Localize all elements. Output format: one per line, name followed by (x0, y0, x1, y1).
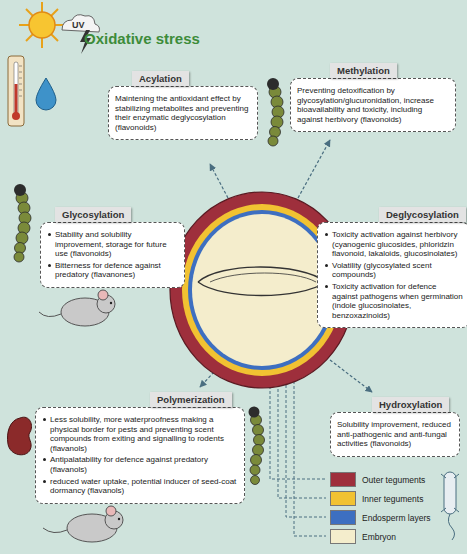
dashed-box: Preventing detoxification by glycosylati… (290, 78, 456, 132)
legend-swatch (330, 472, 356, 487)
icon-label: UV (72, 20, 85, 30)
heading-tab: Deglycosylation (379, 207, 466, 222)
sun-icon (19, 2, 65, 48)
legend-row: Endosperm layers (330, 508, 431, 527)
legend-text: Endosperm layers (362, 513, 431, 523)
bacterium (441, 472, 459, 540)
dashed-box: Maintening the antioxidant effect by sta… (108, 86, 258, 140)
bean (8, 417, 32, 455)
caterpillar (267, 78, 284, 146)
legend-leaders (270, 376, 326, 536)
dashed-box: Stability and solubility improvement, st… (40, 222, 185, 288)
legend: Outer tegumentsInner tegumentsEndosperm … (330, 470, 431, 546)
body-text: Bitterness for defence against predatory… (47, 261, 178, 280)
legend-row: Embryon (330, 527, 431, 546)
body-text: reduced water uptake, potential inducer … (42, 477, 238, 496)
body-text: Less solubility, more waterproofness mak… (42, 415, 238, 453)
process-box: MethylationPreventing detoxification by … (290, 60, 456, 132)
body-text: Solubility improvement, reduced anti-pat… (337, 420, 453, 449)
heading-tab: Hydroxylation (372, 397, 449, 412)
heading-tab: Acylation (132, 71, 189, 86)
process-box: HydroxylationSolubility improvement, red… (330, 394, 460, 457)
body-text: Maintening the antioxidant effect by sta… (115, 94, 251, 132)
process-box: AcylationMaintening the antioxidant effe… (108, 68, 258, 140)
legend-text: Outer teguments (362, 475, 425, 485)
legend-text: Inner teguments (362, 494, 423, 504)
heading-tab: Methylation (330, 63, 397, 78)
caterpillar (14, 184, 31, 262)
body-text: Volatility (glycosylated scent compounds… (324, 261, 463, 280)
legend-swatch (330, 491, 356, 506)
legend-swatch (330, 510, 356, 525)
heading-tab: Polymerization (150, 392, 232, 407)
legend-text: Embryon (362, 532, 396, 542)
body-text: Antipalatability for defence against pre… (42, 455, 238, 474)
caterpillar (249, 407, 265, 485)
drop-icon (36, 78, 56, 110)
body-text: Toxicity activation against herbivory (c… (324, 230, 463, 259)
thermometer-icon (8, 56, 24, 126)
title: Oxidative stress (84, 30, 200, 47)
body-text: Preventing detoxification by glycosylati… (297, 86, 449, 124)
dashed-box: Less solubility, more waterproofness mak… (35, 407, 245, 504)
body-text: Stability and solubility improvement, st… (47, 230, 178, 259)
legend-swatch (330, 529, 356, 544)
legend-row: Inner teguments (330, 489, 431, 508)
dashed-box: Toxicity activation against herbivory (c… (317, 222, 467, 328)
heading-tab: Glycosylation (55, 207, 131, 222)
dashed-box: Solubility improvement, reduced anti-pat… (330, 412, 460, 457)
process-box: GlycosylationStability and solubility im… (40, 204, 185, 288)
process-box: PolymerizationLess solubility, more wate… (35, 389, 245, 504)
process-box: DeglycosylationToxicity activation again… (317, 204, 467, 328)
legend-row: Outer teguments (330, 470, 431, 489)
mouse (43, 506, 123, 542)
mouse (39, 290, 115, 326)
body-text: Toxicity activation for defence against … (324, 282, 463, 320)
